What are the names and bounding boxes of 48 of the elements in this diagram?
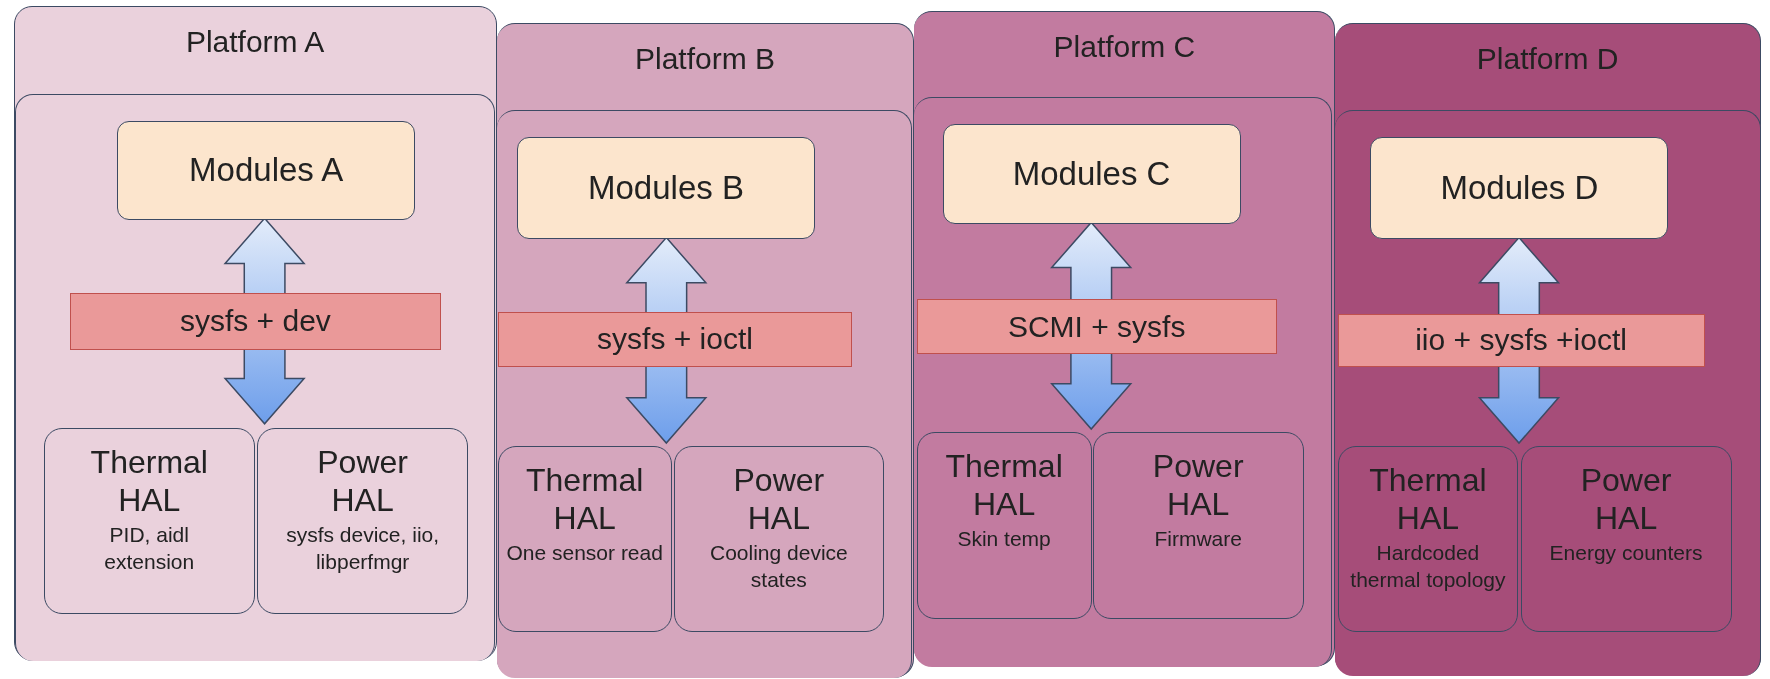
hal-description: One sensor read: [505, 539, 664, 566]
hal-description: Firmware: [1153, 526, 1243, 553]
hal-title: Thermal HAL: [89, 442, 209, 519]
hal-title: Power HAL: [1151, 447, 1245, 524]
interface-bar: [1337, 313, 1705, 367]
double-arrow: [223, 217, 306, 425]
hal-title: Thermal HAL: [525, 460, 645, 537]
platform-title: Platform D: [1475, 41, 1620, 76]
interface-bar: [497, 312, 853, 367]
hal-box: [916, 432, 1092, 620]
double-arrow: [1050, 221, 1133, 431]
hal-title: Power HAL: [732, 460, 826, 537]
hal-box: [1520, 445, 1732, 632]
hal-description: Hardcoded thermal topology: [1349, 539, 1507, 593]
interface-label: sysfs + dev: [179, 304, 331, 339]
hal-title: Power HAL: [316, 442, 409, 519]
hal-box: [497, 445, 672, 632]
hal-description: PID, aidl extension: [103, 521, 196, 575]
platform-title: Platform A: [184, 24, 326, 59]
modules-label: Modules C: [1012, 155, 1171, 194]
modules-box: [942, 123, 1241, 225]
interface-label: SCMI + sysfs: [1007, 309, 1186, 344]
modules-box: [1370, 137, 1669, 239]
hal-title: Thermal HAL: [1368, 460, 1488, 537]
hal-box: [673, 445, 884, 632]
interface-label: sysfs + ioctl: [597, 322, 753, 357]
hal-description: sysfs device, iio, libperfmgr: [285, 521, 441, 575]
modules-label: Modules A: [189, 151, 344, 190]
platform-title: Platform B: [633, 41, 776, 76]
interface-label: iio + sysfs +ioctl: [1415, 323, 1627, 358]
hal-description: Cooling device states: [708, 539, 849, 593]
modules-label: Modules B: [588, 169, 744, 208]
hal-description: Energy counters: [1548, 539, 1704, 566]
hal-box: [1337, 445, 1519, 632]
platform-title: Platform C: [1052, 30, 1197, 65]
hal-box: [43, 427, 255, 614]
hal-title: Thermal HAL: [944, 447, 1064, 524]
hal-box: [1092, 432, 1304, 620]
modules-box: [117, 120, 416, 220]
modules-label: Modules D: [1440, 169, 1599, 208]
interface-bar: [69, 293, 442, 350]
modules-box: [517, 137, 815, 239]
double-arrow: [1478, 236, 1561, 445]
hal-description: Skin temp: [956, 526, 1052, 553]
hal-title: Power HAL: [1579, 460, 1673, 537]
double-arrow: [624, 236, 708, 445]
hal-box: [257, 427, 469, 614]
interface-bar: [916, 298, 1277, 355]
